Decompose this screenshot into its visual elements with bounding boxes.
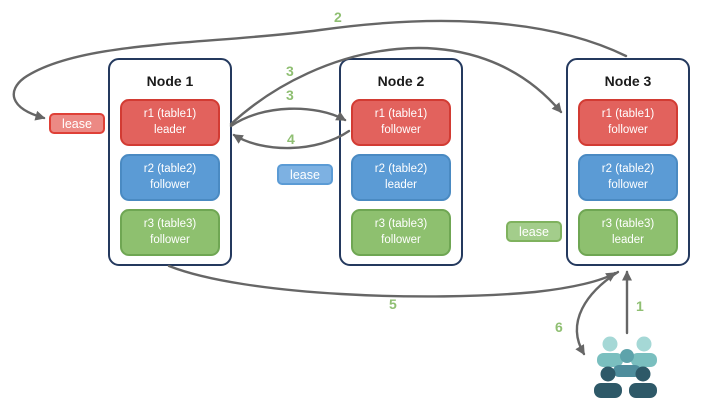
arrow-step-5-node1-to-node3 xyxy=(167,264,617,298)
step-label-6: 6 xyxy=(555,319,563,335)
replica-role: follower xyxy=(150,233,190,246)
node-2-replica-r1: r1 (table1) follower xyxy=(351,99,451,146)
node-1-title: Node 1 xyxy=(146,73,194,89)
lease-badge-table3: lease xyxy=(506,221,562,242)
replica-label: r3 (table3) xyxy=(143,218,197,231)
node-2-replica-r3: r3 (table3) follower xyxy=(351,209,451,256)
lease-badge-table1: lease xyxy=(49,113,105,134)
node-1-replica-r3: r3 (table3) follower xyxy=(120,209,220,256)
node-1-replica-r2: r2 (table2) follower xyxy=(120,154,220,201)
node-3-replica-r1: r1 (table1) follower xyxy=(578,99,678,146)
users-group-icon xyxy=(594,336,657,398)
step-label-4: 4 xyxy=(287,131,295,147)
users-front-row xyxy=(594,366,657,398)
lease-label: lease xyxy=(519,224,549,239)
node-2-title: Node 2 xyxy=(377,73,425,89)
step-label-3-remote: 3 xyxy=(286,63,294,79)
replica-role: leader xyxy=(154,123,186,136)
replica-label: r1 (table1) xyxy=(601,108,655,121)
arrow-step-3-node1-to-node2 xyxy=(229,107,347,128)
replica-label: r1 (table1) xyxy=(143,108,197,121)
node-2: Node 2 r1 (table1) follower r2 (table2) … xyxy=(339,58,463,266)
step-label-1: 1 xyxy=(636,298,644,314)
users-middle-head xyxy=(620,349,634,363)
replica-role: leader xyxy=(612,233,644,246)
replica-label: r2 (table2) xyxy=(143,163,197,176)
replica-label: r2 (table2) xyxy=(601,163,655,176)
node-1-replica-r1: r1 (table1) leader xyxy=(120,99,220,146)
replica-role: follower xyxy=(381,233,421,246)
replica-label: r3 (table3) xyxy=(374,218,428,231)
step-label-2: 2 xyxy=(334,9,342,25)
replica-role: follower xyxy=(608,123,648,136)
step-label-5: 5 xyxy=(389,296,397,312)
lease-label: lease xyxy=(290,167,320,182)
node-2-replica-r2: r2 (table2) leader xyxy=(351,154,451,201)
users-back-row-heads xyxy=(602,336,652,352)
node-1: Node 1 r1 (table1) leader r2 (table2) fo… xyxy=(108,58,232,266)
node-3-title: Node 3 xyxy=(604,73,652,89)
node-3-replica-r2: r2 (table2) follower xyxy=(578,154,678,201)
replica-role: follower xyxy=(608,178,648,191)
replica-role: follower xyxy=(381,123,421,136)
node-3: Node 3 r1 (table1) follower r2 (table2) … xyxy=(566,58,690,266)
users-middle-body xyxy=(613,365,641,377)
replica-label: r3 (table3) xyxy=(601,218,655,231)
step-label-3-local: 3 xyxy=(286,87,294,103)
lease-badge-table2: lease xyxy=(277,164,333,185)
node-3-replica-r3: r3 (table3) leader xyxy=(578,209,678,256)
arrow-step-2-node3-to-lease1 xyxy=(12,19,628,121)
replica-label: r1 (table1) xyxy=(374,108,428,121)
lease-label: lease xyxy=(62,116,92,131)
replica-role: leader xyxy=(385,178,417,191)
replica-label: r2 (table2) xyxy=(374,163,428,176)
users-back-row-bodies xyxy=(597,353,657,367)
replica-role: follower xyxy=(150,178,190,191)
arrow-step-6-node3-to-users xyxy=(575,270,620,356)
